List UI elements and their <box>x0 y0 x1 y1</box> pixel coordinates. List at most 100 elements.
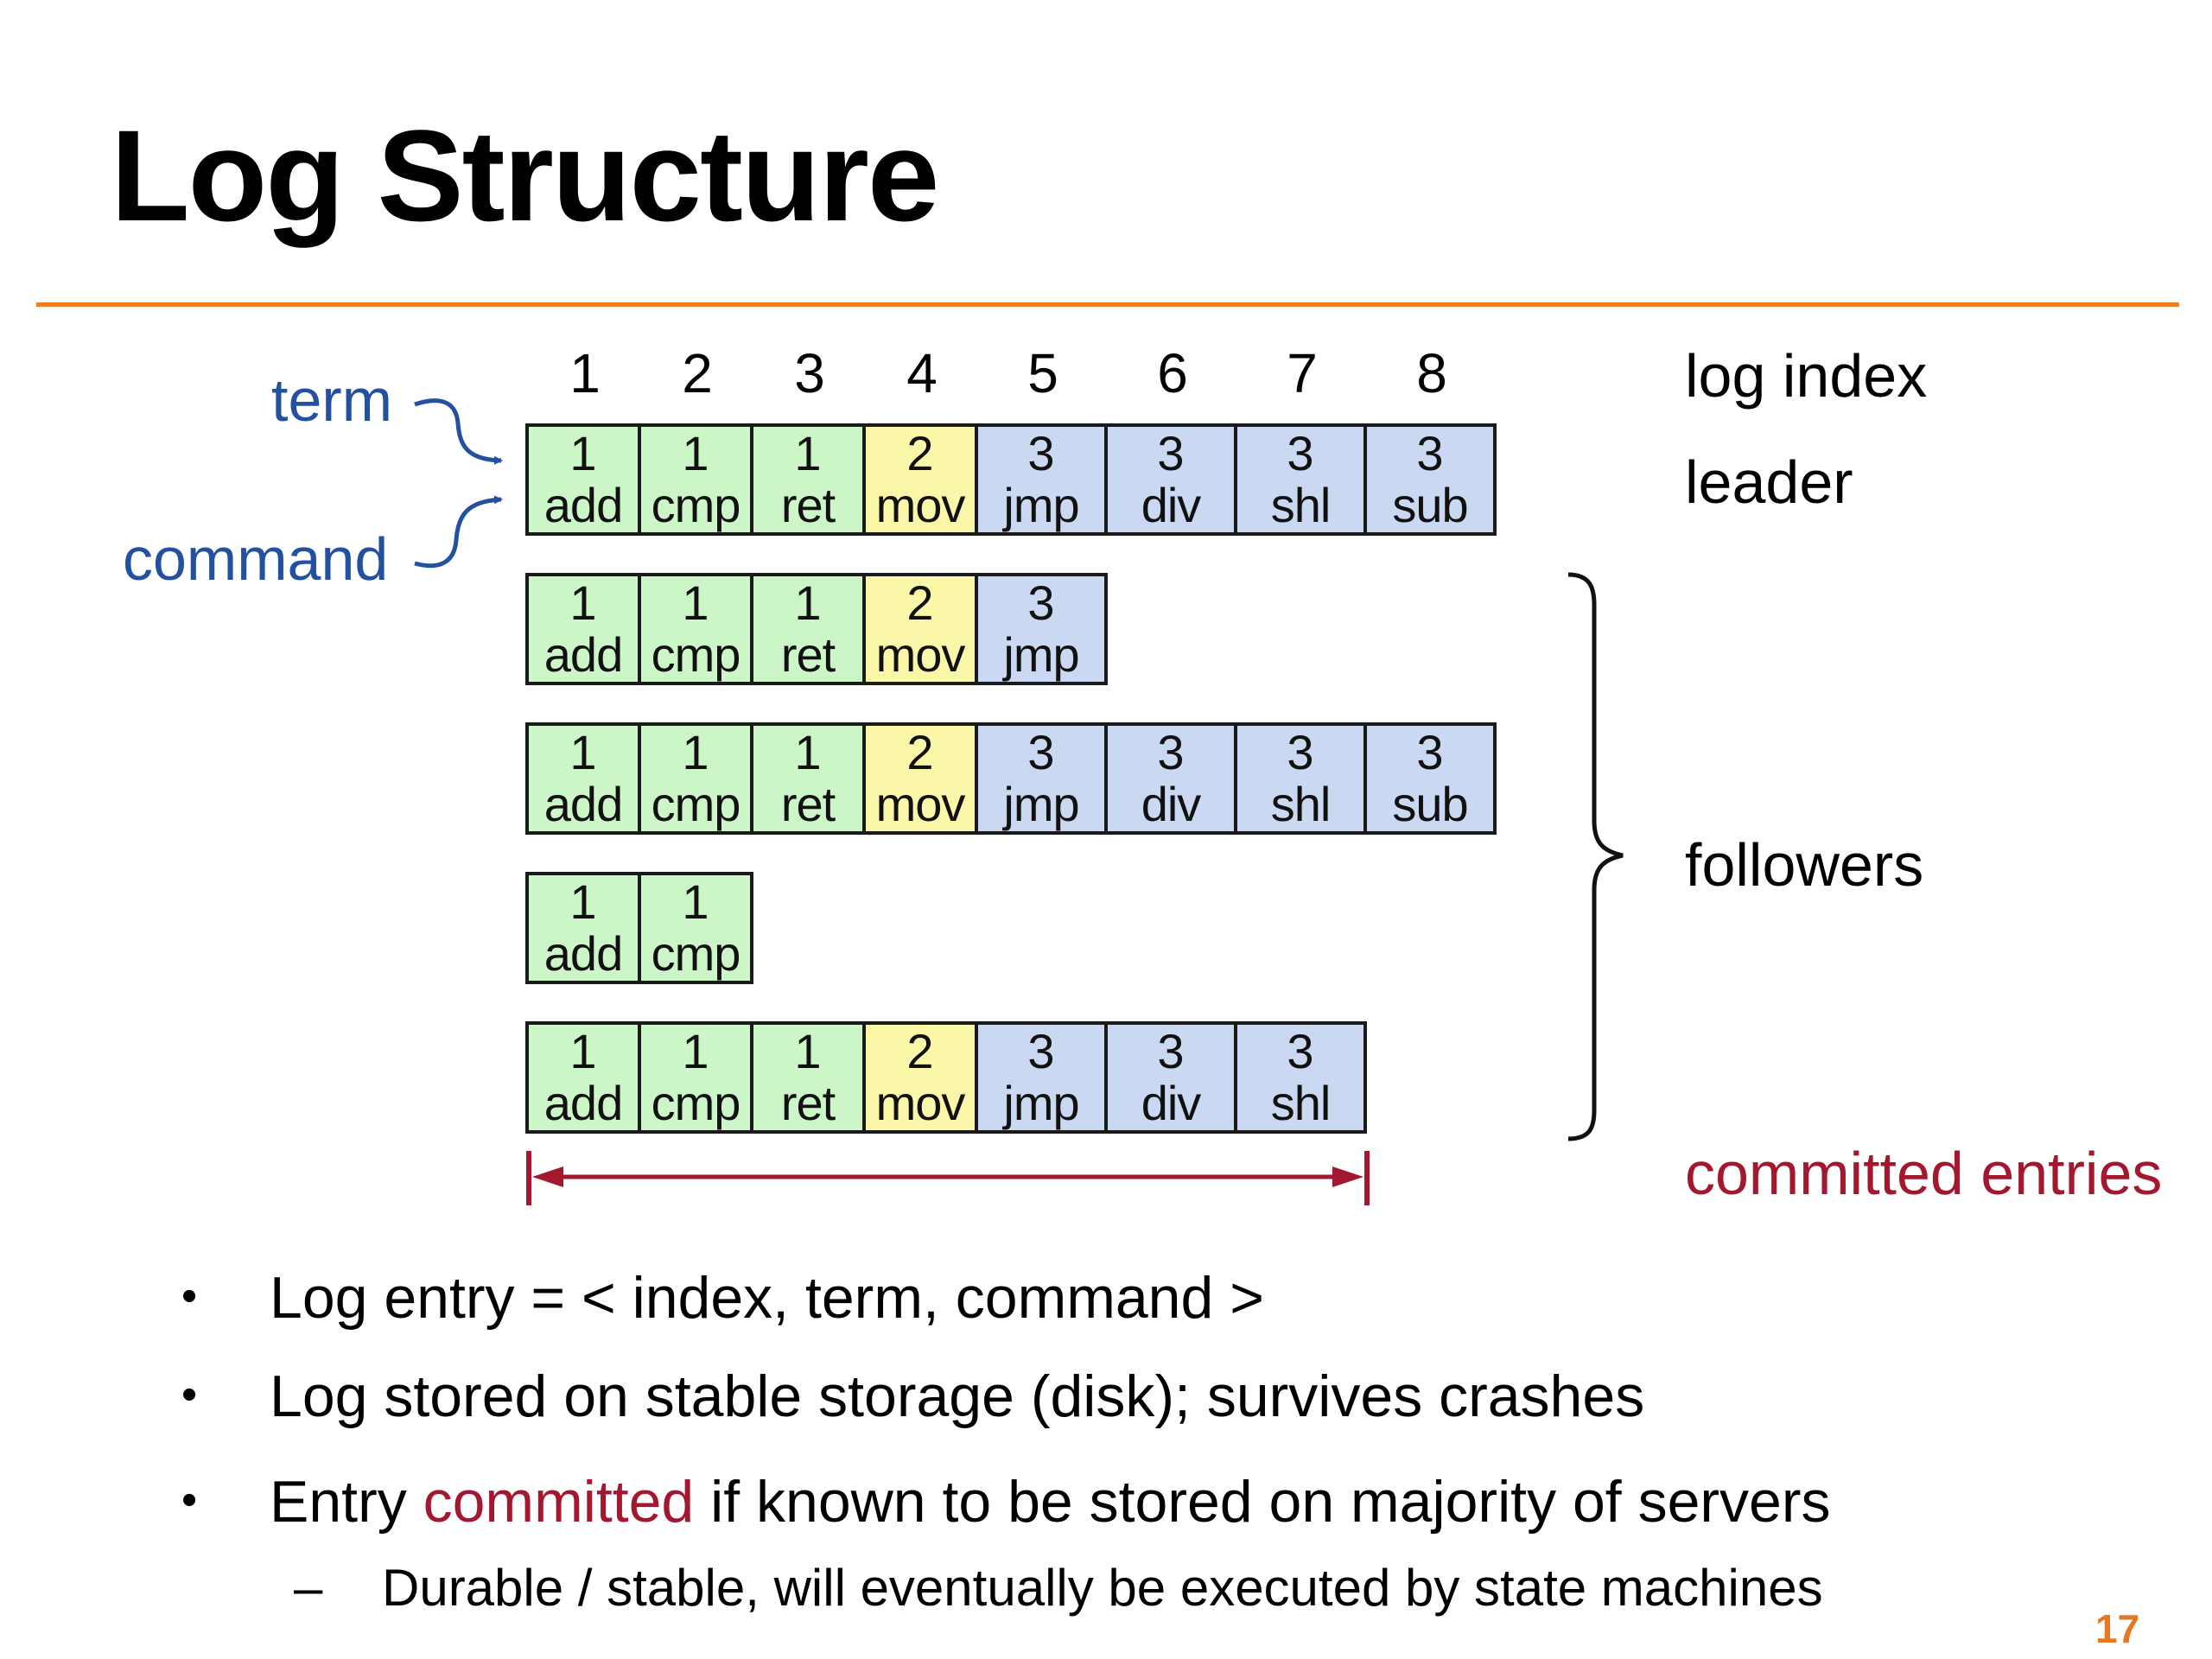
entry-command: add <box>543 627 623 682</box>
entry-command: add <box>543 1076 623 1130</box>
entry-term: 3 <box>1157 1024 1185 1078</box>
entry-command: jmp <box>1003 1076 1079 1130</box>
bullet-3-post: if known to be stored on majority of ser… <box>694 1469 1831 1535</box>
log-index-number: 8 <box>1416 342 1447 404</box>
entry-term: 3 <box>1287 725 1314 779</box>
entry-command: mov <box>875 1076 966 1130</box>
leader-label: leader <box>1685 448 1853 516</box>
entry-command: sub <box>1392 478 1468 532</box>
entry-term: 2 <box>906 426 934 480</box>
entry-command: sub <box>1392 777 1468 831</box>
entry-term: 1 <box>794 575 822 630</box>
entry-command: mov <box>875 478 966 532</box>
entry-command: mov <box>875 777 966 831</box>
entry-term: 1 <box>682 725 709 779</box>
entry-term: 3 <box>1287 426 1314 480</box>
log-index-number: 5 <box>1027 342 1058 404</box>
bullet-dot: • <box>181 1271 198 1321</box>
entry-command: jmp <box>1003 777 1079 831</box>
followers-brace <box>1567 572 1624 1141</box>
entry-command: cmp <box>651 926 741 981</box>
entry-term: 1 <box>569 725 597 779</box>
entry-term: 1 <box>682 426 709 480</box>
entry-term: 1 <box>569 1024 597 1078</box>
bullet-3-text: Entry committed if known to be stored on… <box>270 1472 1831 1531</box>
entry-term: 1 <box>682 874 709 929</box>
entry-command: cmp <box>651 627 741 682</box>
committed-range-arrow <box>526 1151 1370 1205</box>
committed-highlight: committed <box>423 1469 695 1535</box>
log-index-number: 4 <box>906 342 938 404</box>
entry-term: 2 <box>906 725 934 779</box>
entry-command: add <box>543 777 623 831</box>
entry-command: jmp <box>1003 627 1079 682</box>
entry-command: ret <box>780 777 836 831</box>
log-index-number: 6 <box>1157 342 1188 404</box>
entry-command: cmp <box>651 478 741 532</box>
term-arrow <box>414 398 503 465</box>
entry-command: cmp <box>651 777 741 831</box>
entry-command: add <box>543 926 623 981</box>
log-index-number: 7 <box>1287 342 1318 404</box>
log-index-label: log index <box>1685 342 1928 410</box>
term-annotation: term <box>271 366 392 434</box>
entry-term: 3 <box>1027 1024 1055 1078</box>
entry-command: ret <box>780 1076 836 1130</box>
entry-command: mov <box>875 627 966 682</box>
entry-command: shl <box>1270 478 1332 532</box>
bullet-dot: • <box>181 1370 198 1420</box>
entry-term: 3 <box>1027 426 1055 480</box>
entry-term: 1 <box>794 426 822 480</box>
entry-command: jmp <box>1003 478 1079 532</box>
entry-command: ret <box>780 478 836 532</box>
entry-term: 1 <box>569 426 597 480</box>
entry-term: 1 <box>794 725 822 779</box>
entry-term: 2 <box>906 575 934 630</box>
entry-term: 1 <box>569 874 597 929</box>
log-index-number: 2 <box>682 342 713 404</box>
title-divider <box>36 302 2179 307</box>
entry-command: shl <box>1270 777 1332 831</box>
entry-term: 3 <box>1416 725 1444 779</box>
entry-command: div <box>1141 478 1202 532</box>
bullet-2-text: Log stored on stable storage (disk); sur… <box>270 1363 1645 1429</box>
entry-term: 3 <box>1416 426 1444 480</box>
command-arrow <box>414 495 503 569</box>
entry-command: div <box>1141 1076 1202 1130</box>
bullet-1-text: Log entry = < index, term, command > <box>270 1265 1264 1331</box>
log-index-number: 1 <box>569 342 601 404</box>
entry-term: 1 <box>569 575 597 630</box>
entry-term: 1 <box>682 575 709 630</box>
command-annotation: command <box>123 525 389 593</box>
entry-term: 3 <box>1157 426 1185 480</box>
entry-command: ret <box>780 627 836 682</box>
sub-bullet-dash: – <box>294 1559 323 1617</box>
entry-term: 2 <box>906 1024 934 1078</box>
entry-command: add <box>543 478 623 532</box>
entry-command: shl <box>1270 1076 1332 1130</box>
entry-term: 3 <box>1157 725 1185 779</box>
committed-entries-label: committed entries <box>1685 1140 2163 1207</box>
bullet-3-pre: Entry <box>270 1469 423 1535</box>
entry-term: 3 <box>1027 725 1055 779</box>
